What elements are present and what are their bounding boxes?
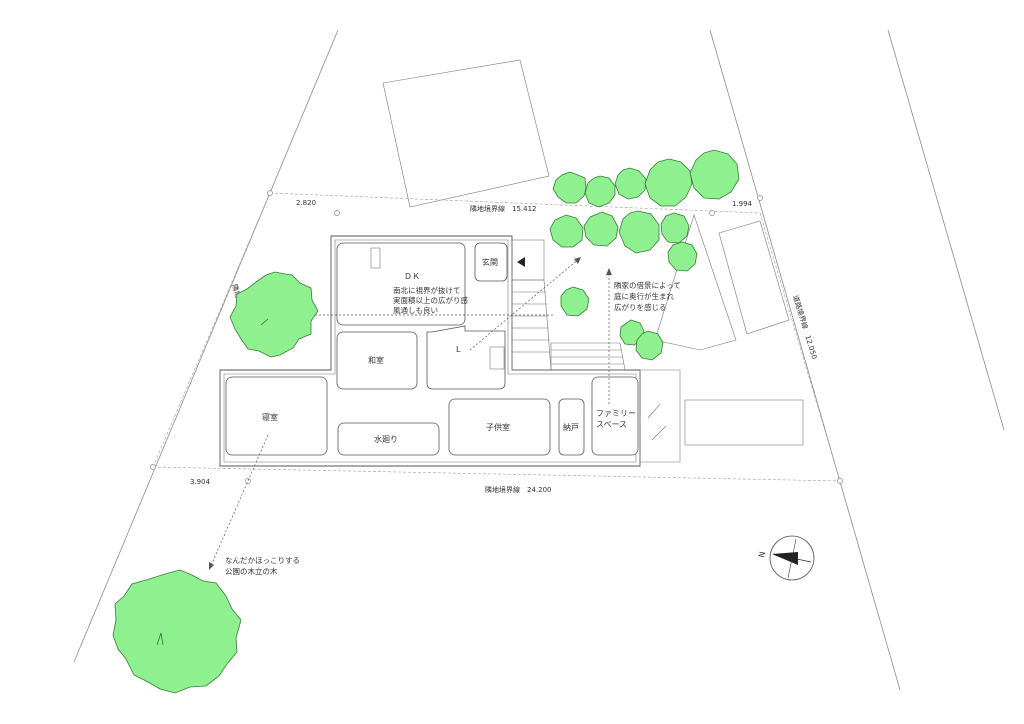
boundary-vertex [837, 478, 843, 484]
tree-icon [635, 330, 664, 361]
compass-icon: N [757, 535, 815, 581]
tree-icon [112, 569, 242, 694]
note-neighbor-1: 隣家の借景によって [614, 280, 681, 290]
boundary-bottom [152, 466, 841, 482]
dim-top-right: 1.994 [732, 200, 753, 208]
road-line-inner [709, 29, 901, 691]
note-north-south-1: 南北に視界が抜けて [393, 285, 461, 295]
note-north-south-2: 実面積以上の広がり感 [393, 295, 468, 305]
room-shinshitsu [225, 376, 328, 456]
house-inner-wall [223, 239, 637, 463]
tree-icon [549, 214, 584, 248]
tree-icon [667, 241, 698, 272]
trees [112, 149, 740, 694]
label-mizumawari: 水廻り [374, 434, 398, 444]
tree-icon [618, 210, 660, 254]
dim-top: 隣地境界線 15.412 [470, 204, 537, 213]
boundary-vertex [245, 478, 251, 484]
tree-icon [689, 149, 740, 200]
tree-icon [584, 175, 616, 208]
boundary-top [269, 192, 761, 214]
label-family-1: ファミリー [596, 409, 636, 418]
terrace-steps [550, 342, 626, 371]
label-genkan: 玄関 [482, 257, 498, 267]
room-genkan [474, 242, 508, 282]
label-nando: 納戸 [563, 422, 579, 432]
room-labels: ＤＫ 玄関 和室 L 寝室 水廻り 子供室 納戸 ファミリー スペース [262, 257, 636, 444]
room-kodomo [448, 398, 551, 456]
note-neighbor-3: 広がりを感じる [614, 302, 667, 312]
tree-icon [560, 286, 590, 317]
label-washitsu: 和室 [368, 355, 384, 365]
label-kodomo: 子供室 [486, 422, 510, 432]
boundary-vertex [709, 210, 715, 216]
porch [511, 239, 545, 281]
note-neighbor-2: 庭に奥行が生まれ [614, 291, 674, 301]
room-mizumawari [337, 422, 440, 456]
parking-space [718, 220, 790, 335]
tree-icon [229, 271, 319, 358]
fence-line [654, 214, 737, 351]
note-north-south-3: 風通しも良い [393, 305, 438, 315]
label-living: L [456, 345, 461, 354]
neighbor-building-north [382, 59, 550, 208]
tree-icon [614, 167, 647, 200]
boundary-vertex [267, 190, 273, 196]
tree-icon [644, 158, 693, 207]
label-shinshitsu: 寝室 [262, 412, 278, 422]
kitchen-counter [370, 247, 381, 269]
tree-icon [660, 212, 690, 244]
room-dk [336, 242, 466, 326]
label-dk: ＤＫ [404, 272, 420, 281]
entrance-arrow-icon [517, 257, 525, 267]
site-lines [73, 29, 1005, 691]
label-family-2: スペース [596, 420, 627, 429]
carport-slab [639, 369, 681, 463]
room-family-space [591, 376, 639, 456]
stair-treads [512, 291, 550, 353]
boundary-vertex [757, 195, 763, 201]
dim-top-left: 2.820 [296, 199, 316, 207]
car-space [684, 399, 804, 446]
sight-lines [209, 257, 612, 570]
tree-cluster-north [549, 149, 740, 361]
tree-icon [583, 211, 619, 247]
tree-icon [552, 171, 587, 204]
room-nando [558, 398, 585, 456]
tv-board [489, 346, 505, 370]
sight-line-park [209, 434, 269, 569]
dim-bottom: 隣地境界線 24.200 [485, 485, 552, 494]
house [219, 214, 737, 467]
boundary-vertex [150, 464, 156, 470]
note-park-1: なんだかほっこりする [225, 556, 300, 565]
dim-bottom-left: 3.904 [190, 478, 211, 486]
notes: 南北に視界が抜けて 実面積以上の広がり感 風通しも良い 隣家の借景によって 庭に… [225, 280, 681, 576]
deck-stairs [511, 279, 552, 371]
compass-north-label: N [757, 551, 767, 559]
room-living [426, 325, 506, 390]
room-washitsu [336, 331, 418, 390]
left-site-line [73, 29, 339, 663]
property-boundary [150, 190, 843, 484]
boundary-vertex [334, 210, 340, 216]
boundary-right [759, 212, 841, 482]
note-park-2: 公園の木立の木 [225, 566, 278, 576]
road-line-outer [887, 29, 1005, 431]
